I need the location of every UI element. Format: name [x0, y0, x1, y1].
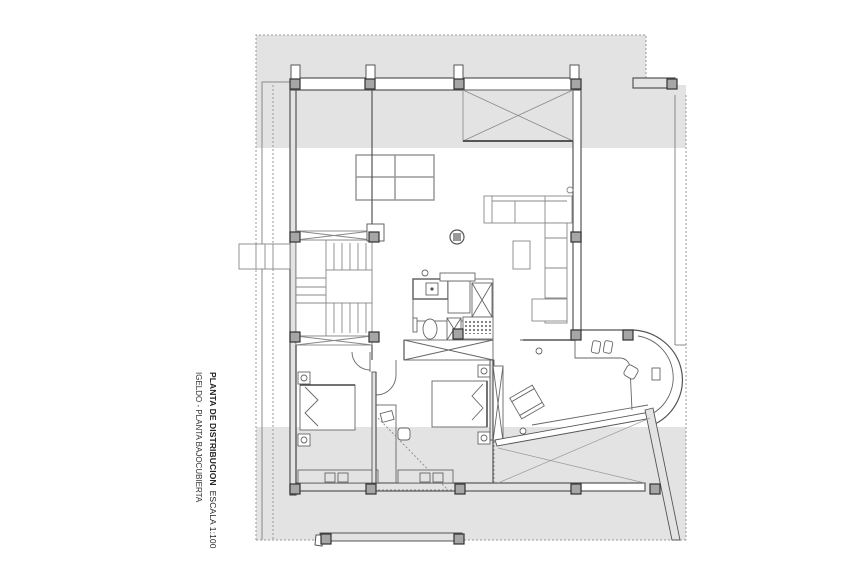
armchair	[509, 384, 545, 420]
partition-walls	[295, 90, 494, 483]
structural-columns	[289, 78, 678, 545]
curved-office	[494, 329, 683, 541]
plan-scale: ESCALA 1:100	[208, 490, 218, 549]
column-caps	[290, 64, 580, 80]
l-shaped-sofa	[483, 186, 574, 324]
shower-tray-grid	[465, 320, 491, 334]
skylight-void-top	[462, 89, 574, 142]
bedroom-left	[295, 351, 379, 484]
bedroom-right	[397, 359, 504, 484]
round-column-fixture	[449, 229, 465, 245]
bathroom	[403, 269, 494, 361]
terrace-outline	[261, 81, 686, 540]
drawing-title: PLANTA DE DISTRIBUCION ESCALA 1:100	[208, 372, 218, 549]
bottom-balcony	[314, 532, 463, 547]
skylight-void-bottom	[497, 417, 651, 484]
drawing-subtitle: IGELDO - PLANTA BAJOCUBIERTA	[194, 372, 203, 503]
staircase	[295, 223, 385, 346]
dining-table	[355, 154, 435, 201]
coffee-table	[512, 240, 531, 270]
exterior-stair	[238, 243, 291, 270]
dashed-site-outline	[255, 34, 687, 541]
plan-title: PLANTA DE DISTRIBUCION	[208, 372, 218, 486]
